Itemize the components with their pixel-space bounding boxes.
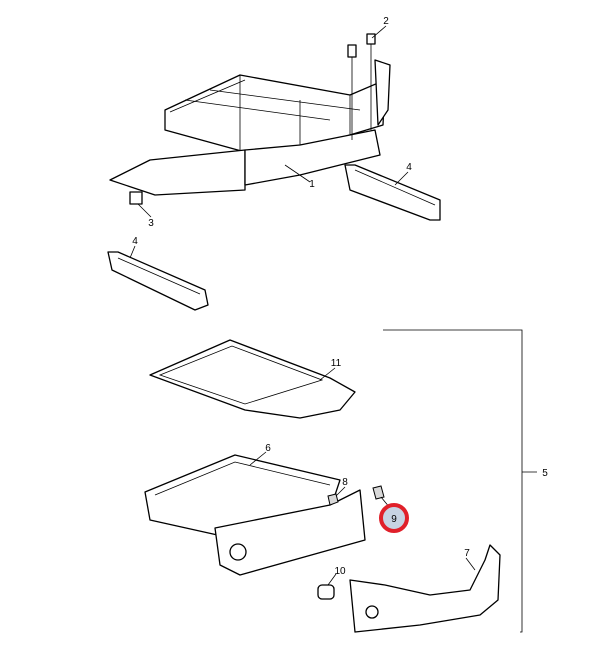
callout-11[interactable]: 11 <box>331 358 342 369</box>
floor-mat-part-11[interactable] <box>149 339 356 419</box>
seat-frame-assembly[interactable] <box>109 33 391 196</box>
bumper-part-10[interactable] <box>317 584 335 600</box>
callout-4-right[interactable]: 4 <box>406 162 412 173</box>
callout-2[interactable]: 2 <box>383 16 389 27</box>
callout-5[interactable]: 5 <box>542 468 548 479</box>
highlighted-callout-9[interactable]: 9 <box>379 503 409 533</box>
callout-10[interactable]: 10 <box>334 566 346 577</box>
callout-4-left[interactable]: 4 <box>132 236 138 247</box>
callout-1[interactable]: 1 <box>309 179 315 190</box>
trim-panel-part-7[interactable] <box>349 544 501 633</box>
rail-bracket-left[interactable] <box>107 251 209 311</box>
callout-6[interactable]: 6 <box>265 443 271 454</box>
clip-part-3[interactable] <box>129 191 143 205</box>
screw-part-8[interactable] <box>327 493 339 506</box>
rail-bracket-right[interactable] <box>344 164 441 221</box>
callout-3[interactable]: 3 <box>148 218 154 229</box>
clip-part-9[interactable] <box>372 485 385 500</box>
callout-8[interactable]: 8 <box>342 477 348 488</box>
callout-9[interactable]: 9 <box>391 514 397 525</box>
callout-7[interactable]: 7 <box>464 548 470 559</box>
leader-lines <box>129 25 537 633</box>
storage-tray-part-6[interactable] <box>144 454 366 576</box>
